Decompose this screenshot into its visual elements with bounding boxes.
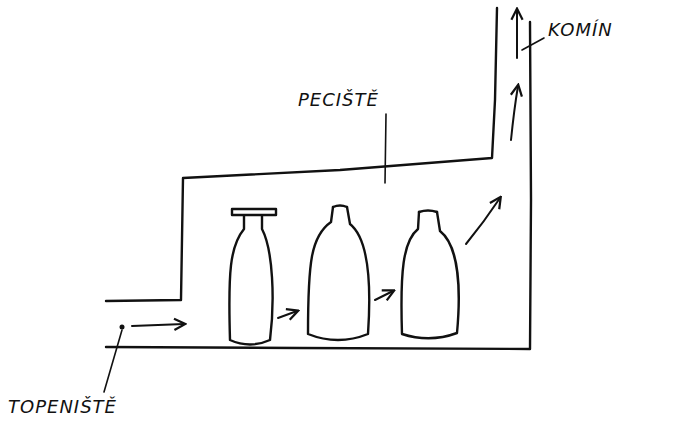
flow-arrow xyxy=(132,10,518,326)
kiln-roof xyxy=(106,8,497,301)
chimney-label: KOMÍN xyxy=(548,20,613,40)
bottle xyxy=(401,211,458,339)
bottle xyxy=(308,206,369,341)
firebox-label: TOPENIŠTĚ xyxy=(8,397,117,417)
leader-dot xyxy=(120,325,125,330)
bottle xyxy=(229,209,276,345)
leader-line xyxy=(104,38,544,392)
chamber-label: PECIŠTĚ xyxy=(298,90,379,110)
